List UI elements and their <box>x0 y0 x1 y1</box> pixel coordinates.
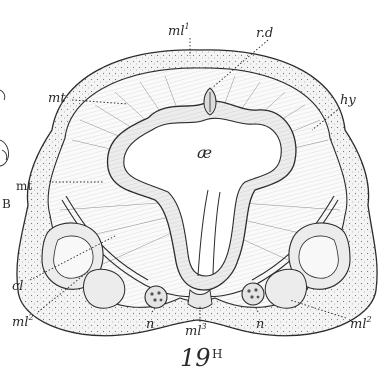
label-ml1: ml1 <box>168 22 190 39</box>
nerve-right <box>242 283 264 305</box>
label-n-left: n <box>146 317 154 332</box>
nerve-left <box>145 286 167 308</box>
label-B: B <box>2 197 11 211</box>
label-hy: hy <box>340 93 356 108</box>
label-ml3: ml3 <box>185 322 207 339</box>
figure-letter: H <box>212 347 222 361</box>
label-rd: r.d <box>256 26 273 41</box>
figure-number: 19 <box>180 344 211 372</box>
label-ae: æ <box>197 143 212 162</box>
label-cl: cl <box>12 279 23 294</box>
label-mt-top: mt <box>48 91 66 106</box>
label-ml2-left: ml2 <box>12 313 34 330</box>
label-ml2-right: ml2 <box>350 315 372 332</box>
label-mt-left: mt <box>16 179 32 193</box>
label-n-right: n <box>256 317 264 332</box>
neighbor-figure-fragment <box>0 90 9 166</box>
